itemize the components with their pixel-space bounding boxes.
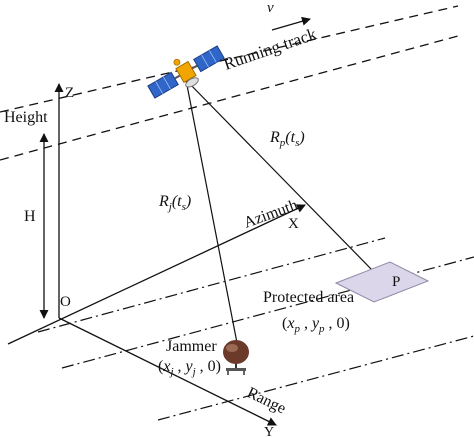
- height-label: Height: [4, 109, 48, 126]
- jammer-label: Jammer: [166, 338, 217, 355]
- protected-zone-line-3: [157, 335, 474, 421]
- point-p-label: P: [392, 274, 400, 290]
- h-label: H: [24, 208, 36, 225]
- running-track-upper-line: [0, 5, 459, 113]
- protected-area-patch: [334, 261, 430, 303]
- satellite-icon: [147, 45, 225, 99]
- jammer-icon: [223, 340, 249, 375]
- x-axis: [7, 204, 306, 345]
- origin-label: O: [60, 294, 71, 310]
- running-track-label: Running track: [221, 24, 319, 74]
- rj-range-line: [185, 79, 239, 349]
- velocity-arrow: [271, 16, 311, 31]
- z-axis-label: Z: [65, 85, 74, 101]
- rp-label: Rp(ts): [269, 129, 305, 149]
- protected-area-label: Protected area: [263, 289, 354, 306]
- velocity-label: v: [267, 0, 274, 16]
- rp-range-line: [185, 79, 375, 273]
- running-track-lower-line: [0, 35, 459, 161]
- rj-label: Rj(ts): [158, 193, 191, 213]
- protected-zone-line-1: [37, 237, 386, 333]
- x-axis-label: X: [288, 216, 299, 232]
- y-axis: [58, 317, 277, 426]
- jammer-coords: (xj , yj , 0): [158, 358, 221, 378]
- protected-area-coords: (xp , yp , 0): [282, 315, 350, 335]
- y-axis-label: Y: [264, 425, 274, 437]
